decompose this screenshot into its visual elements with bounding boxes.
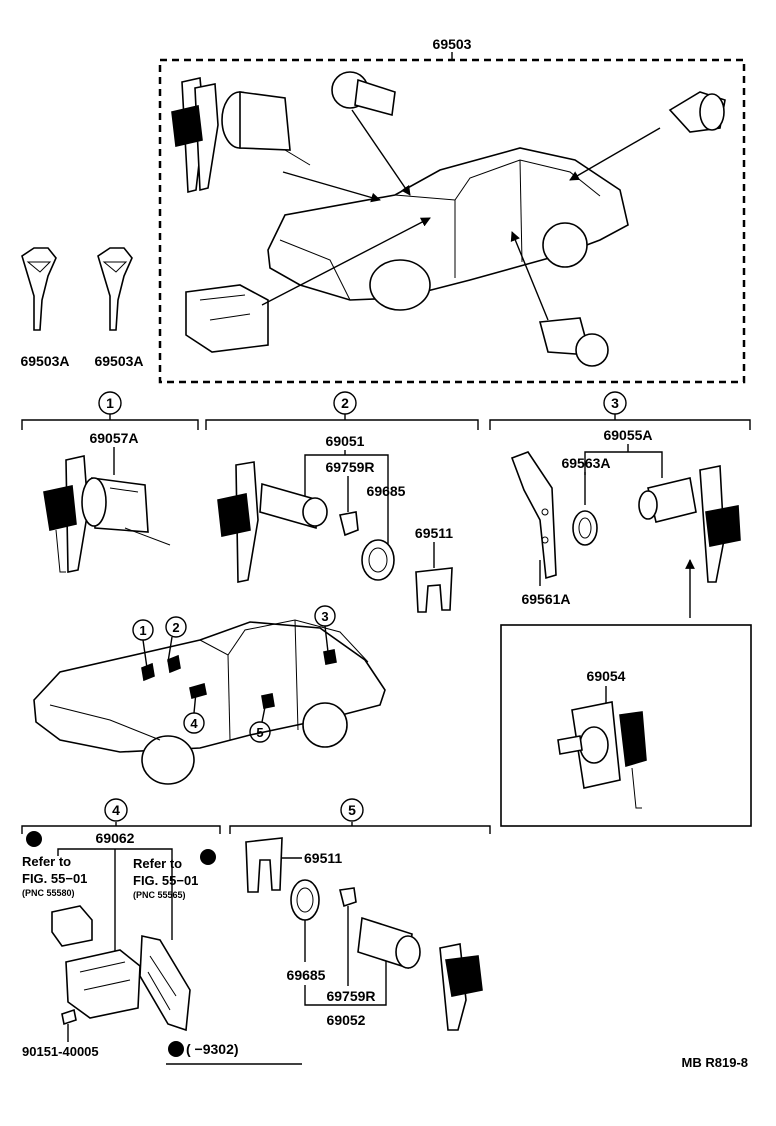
screw-part-number: 90151-40005 [22, 1044, 99, 1059]
top-group-dashed-box [158, 58, 746, 384]
gasket-icon [572, 510, 598, 546]
part-number: 69685 [367, 483, 406, 499]
top-group: 69503 [158, 36, 746, 384]
footer-code: MB R819-8 [682, 1055, 748, 1070]
trunk-cylinder-icon [668, 91, 726, 133]
section-3-header: 3 [489, 391, 751, 430]
spare-key-label: 69503A [20, 353, 69, 369]
date-range-marker-icon [168, 1041, 184, 1057]
inset-box [500, 624, 752, 827]
section-number: 1 [106, 395, 114, 411]
ignition-key-icon [43, 455, 89, 573]
section-number: 4 [112, 802, 120, 818]
section-number: 3 [611, 395, 619, 411]
car-callout-2: 2 [165, 616, 187, 663]
svg-text:5: 5 [256, 725, 263, 740]
top-part-number: 69503 [433, 36, 472, 52]
top-car-illustration [267, 147, 629, 311]
part-number: 69054 [587, 668, 626, 684]
ref-pnc: (PNC 55565) [133, 890, 186, 900]
svg-text:4: 4 [190, 716, 198, 731]
retainer-clip-icon [245, 837, 283, 893]
ref-line1: Refer to [22, 854, 71, 869]
part-number: 69685 [287, 967, 326, 983]
car-callout-3: 3 [314, 605, 336, 653]
part-number: 69055A [603, 427, 652, 443]
trunk-key-icon [699, 465, 741, 583]
ref-line2: FIG. 55−01 [22, 871, 87, 886]
svg-text:3: 3 [321, 609, 328, 624]
door-cylinder-bottom-icon [538, 317, 609, 367]
section-number: 5 [348, 802, 356, 818]
section-2-header: 2 [205, 391, 479, 430]
glovebox-lock-icon [185, 284, 269, 353]
part-number: 69759R [325, 459, 374, 475]
section-3: 69055A 69563A 69561A 69054 [500, 427, 752, 827]
ignition-cylinder-icon [81, 477, 171, 546]
part-number: 69563A [561, 455, 610, 471]
lever-clip-icon [339, 887, 357, 908]
lever-clip-icon [339, 511, 359, 537]
spare-key-label: 69503A [94, 353, 143, 369]
trunk-cylinder-icon [638, 477, 697, 523]
part-number: 69511 [415, 525, 453, 541]
section-5: 5 69511 69685 69759R 69052 [229, 798, 491, 1031]
part-number: 69759R [326, 988, 375, 1004]
middle-car-illustration: 1 2 3 4 5 [33, 605, 386, 785]
door-cylinder-icon [357, 916, 421, 970]
part-number: 69052 [327, 1012, 366, 1028]
top-arrows [261, 109, 661, 321]
door-key-icon [217, 461, 259, 583]
section-2: 69051 69759R 69685 69511 [217, 433, 453, 613]
door-cylinder-icon [259, 482, 328, 530]
section-4: 4 69062 Refer to FIG. 55−01 (PNC 55580) … [21, 798, 302, 1065]
part-number: 69051 [326, 433, 365, 449]
part-number: 69062 [96, 830, 135, 846]
ref-marker-icon [200, 849, 216, 865]
date-range: ( −9302) [186, 1041, 239, 1057]
part-number: 69561A [521, 591, 570, 607]
section-1-header: 1 [21, 391, 199, 430]
ref-pnc: (PNC 55580) [22, 888, 75, 898]
spare-keys: 69503A 69503A [20, 247, 144, 369]
door-cylinder-top-icon [331, 71, 396, 117]
section-1: 69057A [43, 430, 171, 573]
section-number: 2 [341, 395, 349, 411]
door-key-icon [439, 943, 483, 1031]
glovebox-lock-icon [65, 949, 141, 1019]
trunk-lock-assembly-icon [557, 701, 647, 809]
car-callout-1: 1 [132, 619, 154, 669]
bracket-icon [510, 451, 557, 580]
spare-key-icon [97, 247, 133, 331]
gasket-icon [290, 879, 320, 921]
hinge-plate-icon [139, 935, 191, 1032]
svg-text:1: 1 [139, 623, 146, 638]
ref-marker-icon [26, 831, 42, 847]
part-number: 69057A [89, 430, 138, 446]
svg-text:2: 2 [172, 620, 179, 635]
spare-key-icon [21, 247, 57, 331]
gasket-icon [361, 539, 395, 581]
ignition-cylinder-icon [221, 91, 311, 166]
switch-housing-icon [51, 905, 93, 947]
screw-icon [61, 1008, 77, 1026]
ignition-key-icon [171, 77, 219, 194]
ref-line2: FIG. 55−01 [133, 873, 198, 888]
part-number: 69511 [304, 850, 342, 866]
ref-line1: Refer to [133, 856, 182, 871]
retainer-clip-icon [415, 567, 453, 613]
